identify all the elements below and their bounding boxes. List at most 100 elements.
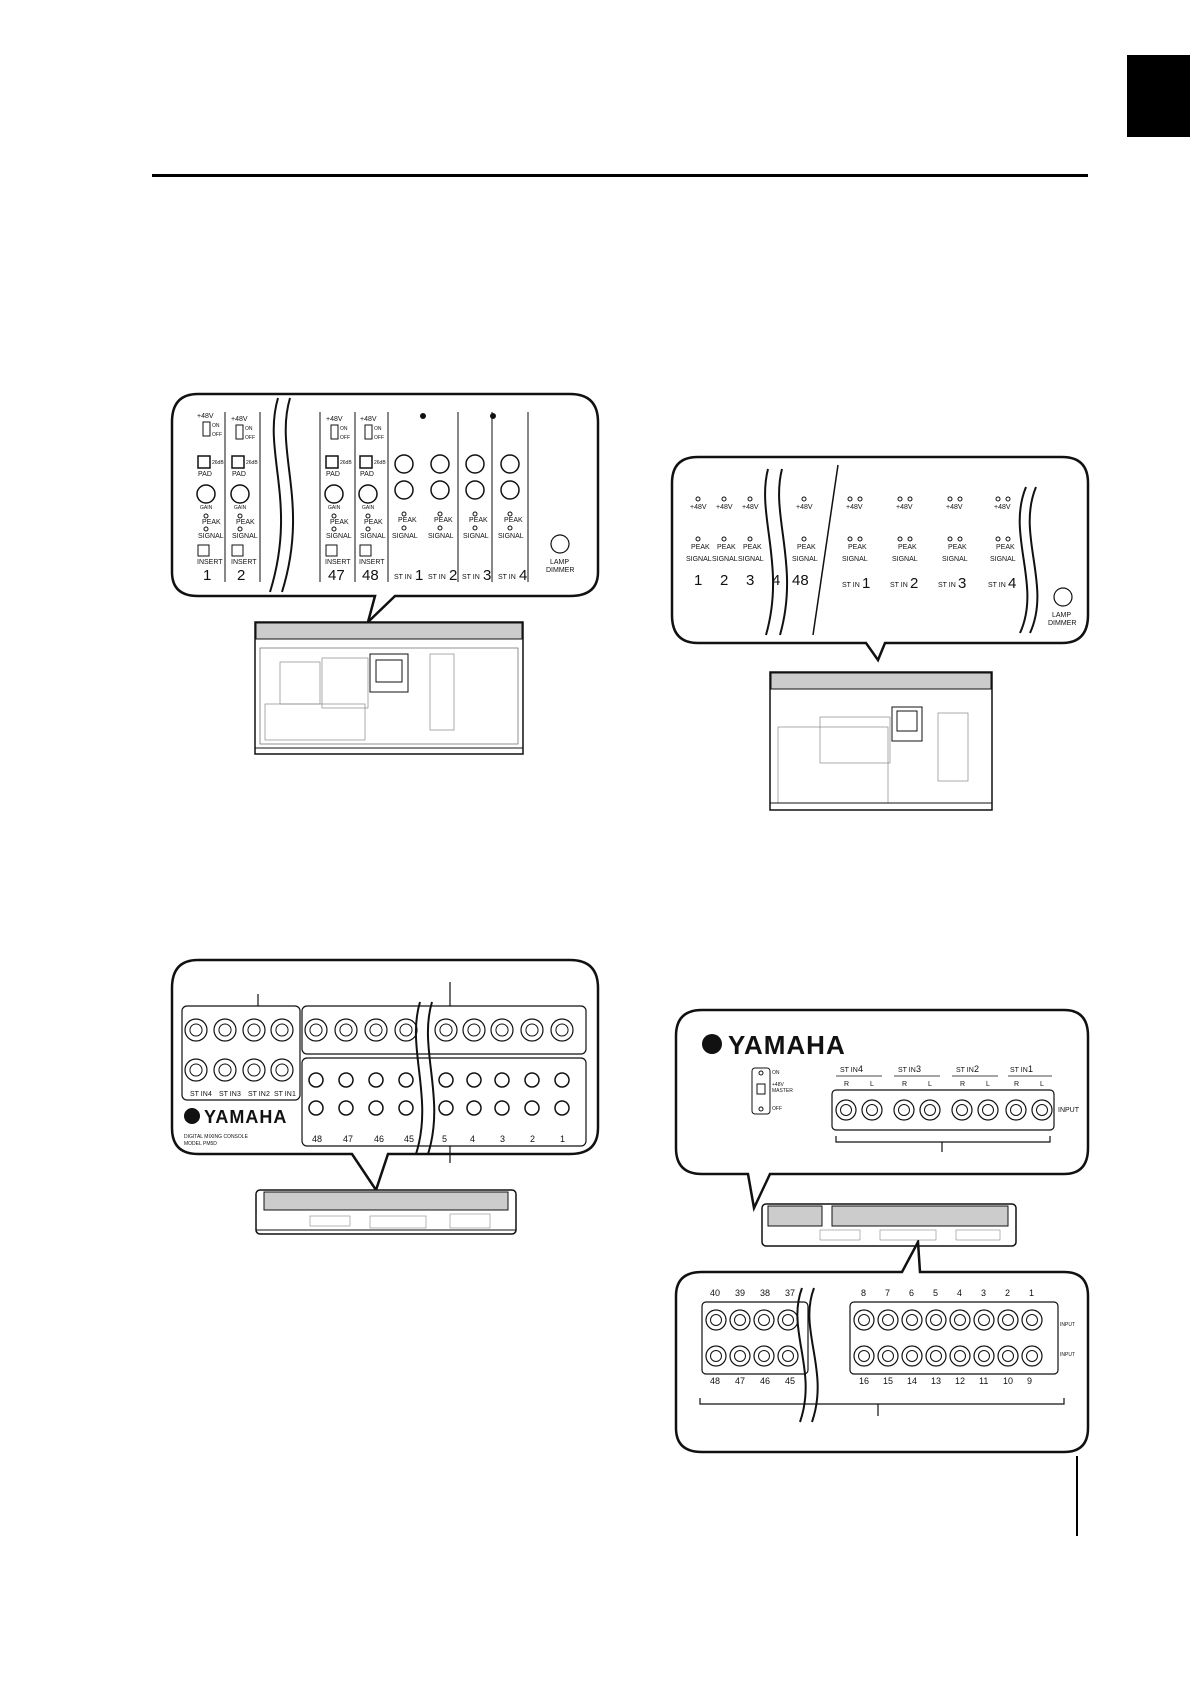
insert-jack[interactable]	[554, 1072, 570, 1088]
xlr-connector[interactable]	[729, 1345, 751, 1367]
gain-knob-r[interactable]	[465, 480, 485, 500]
xlr-connector[interactable]	[705, 1345, 727, 1367]
phantom-switch[interactable]	[235, 424, 244, 440]
insert-jack[interactable]	[438, 1072, 454, 1088]
phantom-switch[interactable]	[330, 424, 339, 440]
xlr-connector[interactable]	[1005, 1099, 1027, 1121]
xlr-connector[interactable]	[1021, 1345, 1043, 1367]
gain-knob-l[interactable]	[430, 454, 450, 474]
channel-number: 4	[470, 1134, 475, 1144]
insert-jack[interactable]	[438, 1100, 454, 1116]
channel-number: 48	[792, 572, 809, 589]
xlr-connector[interactable]	[919, 1099, 941, 1121]
xlr-inner-ring	[710, 1314, 722, 1326]
gain-knob-r[interactable]	[394, 480, 414, 500]
insert-label: INSERT	[197, 559, 223, 566]
xlr-connector[interactable]	[242, 1018, 266, 1042]
xlr-connector[interactable]	[949, 1345, 971, 1367]
st-in-label: ST IN	[248, 1091, 266, 1098]
xlr-connector[interactable]	[835, 1099, 857, 1121]
insert-jack[interactable]	[308, 1100, 324, 1116]
insert-jack[interactable]	[524, 1100, 540, 1116]
insert-jack[interactable]	[338, 1100, 354, 1116]
channel-number: 14	[907, 1376, 917, 1386]
gain-knob-r[interactable]	[430, 480, 450, 500]
xlr-connector[interactable]	[777, 1345, 799, 1367]
xlr-connector[interactable]	[1031, 1099, 1053, 1121]
xlr-connector[interactable]	[364, 1018, 388, 1042]
xlr-connector[interactable]	[949, 1309, 971, 1331]
xlr-connector[interactable]	[705, 1309, 727, 1331]
xlr-connector[interactable]	[434, 1018, 458, 1042]
gain-knob[interactable]	[230, 484, 250, 504]
xlr-connector[interactable]	[877, 1309, 899, 1331]
xlr-connector[interactable]	[901, 1309, 923, 1331]
xlr-connector[interactable]	[925, 1309, 947, 1331]
pad-button[interactable]	[197, 455, 211, 469]
xlr-connector[interactable]	[729, 1309, 751, 1331]
xlr-connector[interactable]	[304, 1018, 328, 1042]
insert-button[interactable]	[359, 544, 372, 557]
xlr-connector[interactable]	[877, 1345, 899, 1367]
xlr-connector[interactable]	[893, 1099, 915, 1121]
xlr-connector[interactable]	[550, 1018, 574, 1042]
gain-knob[interactable]	[324, 484, 344, 504]
insert-jack[interactable]	[368, 1072, 384, 1088]
insert-jack[interactable]	[494, 1100, 510, 1116]
xlr-connector[interactable]	[184, 1018, 208, 1042]
xlr-connector[interactable]	[973, 1345, 995, 1367]
gain-knob[interactable]	[196, 484, 216, 504]
xlr-connector[interactable]	[213, 1058, 237, 1082]
lamp-dimmer-knob[interactable]	[1053, 587, 1073, 607]
xlr-connector[interactable]	[490, 1018, 514, 1042]
phantom-master-switch[interactable]: ON +48V MASTER OFF	[751, 1067, 793, 1115]
xlr-connector[interactable]	[1021, 1309, 1043, 1331]
pad-button[interactable]	[231, 455, 245, 469]
xlr-connector[interactable]	[973, 1309, 995, 1331]
insert-jack[interactable]	[494, 1072, 510, 1088]
insert-jack[interactable]	[338, 1072, 354, 1088]
xlr-connector[interactable]	[213, 1018, 237, 1042]
xlr-connector[interactable]	[242, 1058, 266, 1082]
insert-jack[interactable]	[524, 1072, 540, 1088]
phantom-switch[interactable]	[202, 421, 211, 437]
insert-jack[interactable]	[398, 1100, 414, 1116]
xlr-connector[interactable]	[520, 1018, 544, 1042]
xlr-connector[interactable]	[997, 1309, 1019, 1331]
insert-button[interactable]	[197, 544, 210, 557]
gain-knob[interactable]	[358, 484, 378, 504]
xlr-connector[interactable]	[777, 1309, 799, 1331]
insert-jack[interactable]	[368, 1100, 384, 1116]
lamp-dimmer-knob[interactable]	[550, 534, 570, 554]
xlr-connector[interactable]	[951, 1099, 973, 1121]
insert-jack[interactable]	[554, 1100, 570, 1116]
xlr-connector[interactable]	[334, 1018, 358, 1042]
insert-button[interactable]	[231, 544, 244, 557]
xlr-connector[interactable]	[462, 1018, 486, 1042]
insert-jack[interactable]	[308, 1072, 324, 1088]
xlr-connector[interactable]	[753, 1345, 775, 1367]
gain-knob-l[interactable]	[394, 454, 414, 474]
xlr-connector[interactable]	[753, 1309, 775, 1331]
xlr-connector[interactable]	[853, 1309, 875, 1331]
insert-jack[interactable]	[466, 1072, 482, 1088]
xlr-connector[interactable]	[977, 1099, 999, 1121]
gain-knob-l[interactable]	[500, 454, 520, 474]
phantom-switch[interactable]	[364, 424, 373, 440]
insert-jack[interactable]	[398, 1072, 414, 1088]
xlr-connector[interactable]	[270, 1058, 294, 1082]
xlr-connector[interactable]	[861, 1099, 883, 1121]
xlr-connector[interactable]	[853, 1345, 875, 1367]
xlr-connector[interactable]	[270, 1018, 294, 1042]
xlr-connector[interactable]	[901, 1345, 923, 1367]
insert-jack[interactable]	[466, 1100, 482, 1116]
gain-knob-l[interactable]	[465, 454, 485, 474]
xlr-connector[interactable]	[394, 1018, 418, 1042]
xlr-connector[interactable]	[997, 1345, 1019, 1367]
insert-button[interactable]	[325, 544, 338, 557]
pad-button[interactable]	[325, 455, 339, 469]
pad-button[interactable]	[359, 455, 373, 469]
gain-knob-r[interactable]	[500, 480, 520, 500]
xlr-connector[interactable]	[925, 1345, 947, 1367]
xlr-connector[interactable]	[184, 1058, 208, 1082]
